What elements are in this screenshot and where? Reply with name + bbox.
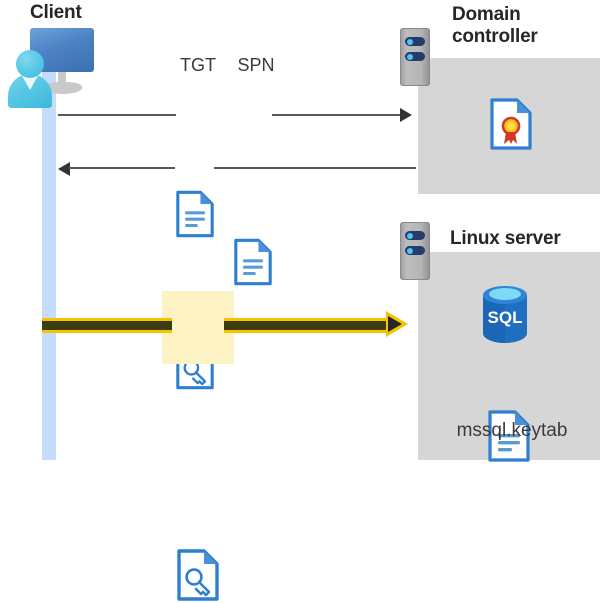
domain-controller-label-line1: Domain [452, 4, 521, 25]
response-line-left [69, 167, 175, 169]
sql-database-icon: SQL [479, 283, 531, 350]
monitor-base-icon [44, 82, 82, 94]
server-rack-icon [400, 28, 430, 86]
request-arrowhead-icon [400, 108, 412, 122]
keytab-document-icon [488, 410, 600, 462]
certificate-document-icon [490, 98, 600, 150]
server-bay-icon [405, 246, 425, 255]
user-collar-icon [21, 74, 39, 90]
highlight-box [162, 291, 234, 364]
spn-label: SPN [237, 55, 275, 75]
tgt-document-icon [176, 190, 600, 238]
presented-ticket-arrowhead-icon [388, 316, 402, 332]
request-line-right [272, 114, 402, 116]
server-rack-icon [400, 222, 430, 280]
response-arrowhead-icon [58, 162, 70, 176]
user-head-icon [16, 50, 44, 78]
presented-ticket-line-left [42, 318, 172, 333]
request-line-left [58, 114, 176, 116]
domain-controller-label-line2: controller [452, 26, 538, 47]
client-label: Client [30, 2, 82, 23]
response-line-right [214, 167, 416, 169]
linux-server-label: Linux server [450, 228, 561, 249]
monitor-neck-icon [58, 72, 66, 84]
client-lifeline [42, 72, 56, 460]
server-bay-icon [405, 37, 425, 46]
service-ticket-key-document-icon [177, 547, 600, 603]
presented-ticket-line-right [224, 318, 388, 333]
ticket-key-document-icon [176, 342, 600, 390]
domain-controller-label: Domain controller [452, 4, 600, 48]
client-icon [6, 26, 96, 108]
keytab-filename-label: mssql.keytab [456, 420, 568, 441]
server-bay-icon [405, 231, 425, 240]
spn-document-icon [234, 238, 600, 286]
svg-text:SQL: SQL [488, 308, 523, 327]
tgt-label: TGT [180, 55, 216, 75]
server-bay-icon [405, 52, 425, 61]
